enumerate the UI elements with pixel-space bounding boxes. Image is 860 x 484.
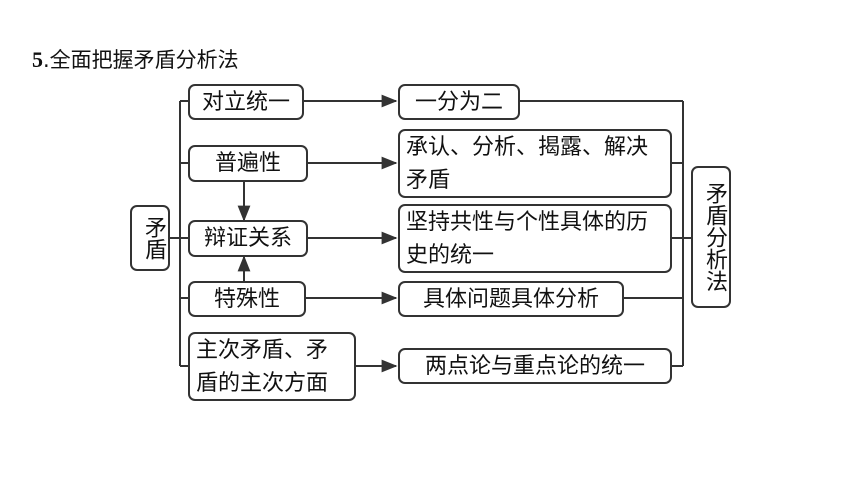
outcome-node: 承认、分析、揭露、解决矛盾 bbox=[398, 129, 672, 198]
concept-node: 主次矛盾、矛盾的主次方面 bbox=[188, 332, 356, 401]
outcome-node: 一分为二 bbox=[398, 84, 520, 120]
section-title: 5.全面把握矛盾分析法 bbox=[32, 44, 239, 74]
root-node: 矛盾 bbox=[130, 205, 170, 271]
section-number: 5 bbox=[32, 47, 43, 72]
concept-node: 对立统一 bbox=[188, 84, 304, 120]
concept-node: 辩证关系 bbox=[188, 220, 308, 257]
outcome-node: 两点论与重点论的统一 bbox=[398, 348, 672, 384]
concept-node: 特殊性 bbox=[188, 281, 306, 317]
outcome-node: 坚持共性与个性具体的历史的统一 bbox=[398, 204, 672, 273]
section-title-text: .全面把握矛盾分析法 bbox=[43, 48, 239, 72]
conclusion-node: 矛盾分析法 bbox=[691, 166, 731, 308]
concept-node: 普遍性 bbox=[188, 145, 308, 182]
outcome-node: 具体问题具体分析 bbox=[398, 281, 624, 317]
